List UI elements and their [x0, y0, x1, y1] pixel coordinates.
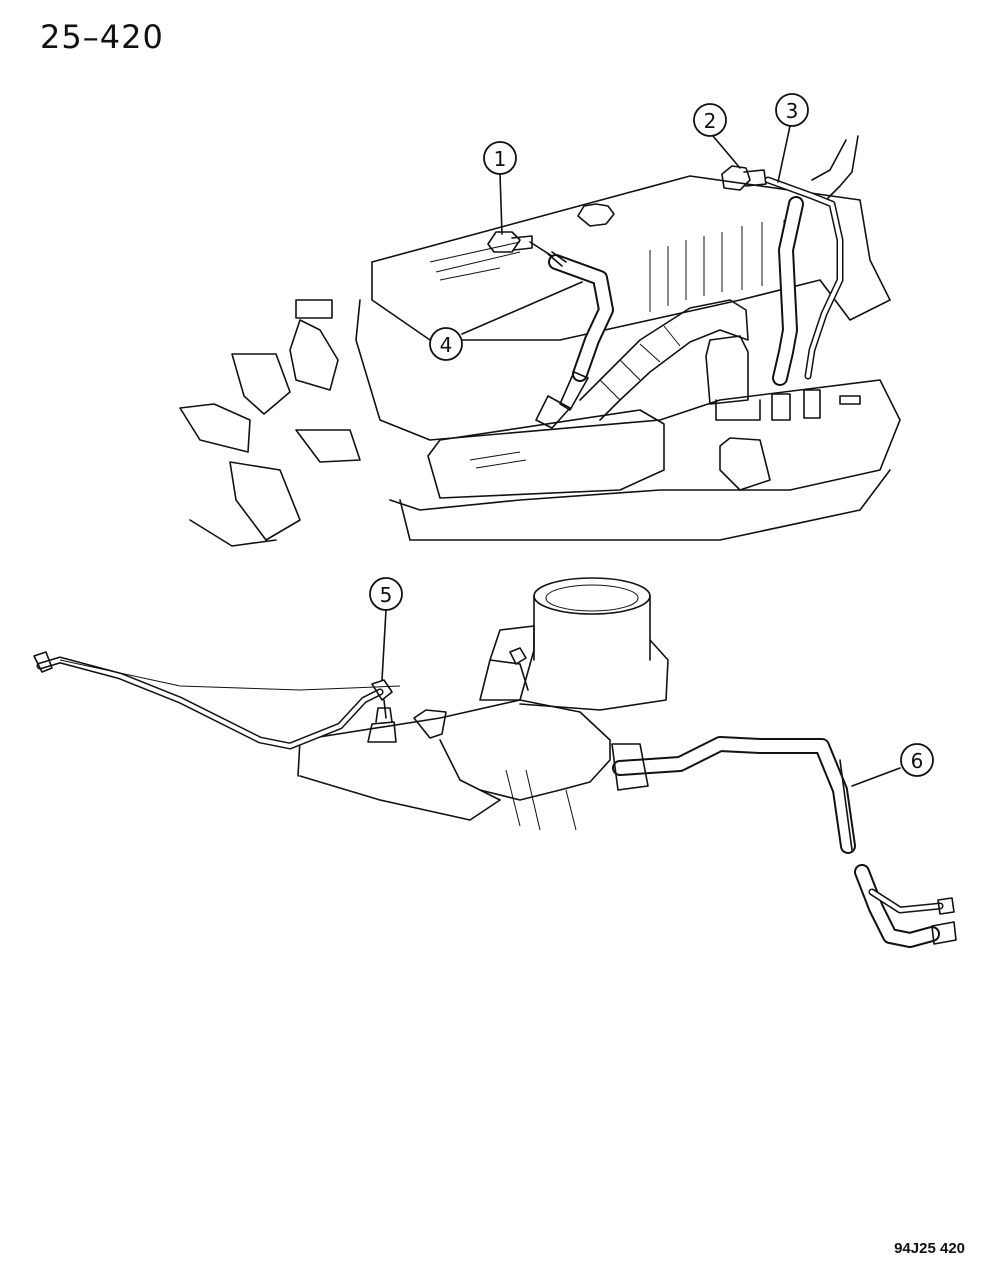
callout-6: 6 [900, 743, 934, 777]
valve-cover [371, 175, 891, 341]
hose-3 [764, 135, 859, 386]
figure-code: 94J25 420 [894, 1240, 965, 1257]
air-cleaner-housing [427, 409, 665, 499]
engine-upper-illustration [179, 175, 901, 547]
callout-label-3: 3 [786, 99, 799, 123]
callout-4: 4 [429, 327, 463, 361]
callout-label-1: 1 [494, 147, 507, 171]
callout-label-2: 2 [704, 109, 717, 133]
pcv-valve-body [705, 335, 749, 405]
cover-ribs [649, 220, 785, 312]
page-title: 25–420 [40, 18, 164, 56]
callout-3: 3 [775, 93, 809, 127]
throttle-body-illustration [297, 577, 669, 831]
callout-2: 2 [693, 103, 727, 137]
intake-hose [579, 299, 749, 421]
throttle-bore [533, 577, 651, 615]
hose-4 [529, 241, 614, 429]
intake-plenum [297, 699, 611, 801]
callout-label-4: 4 [440, 333, 453, 357]
cylinder-head [355, 299, 901, 511]
callout-label-6: 6 [911, 749, 924, 773]
hose-6 [611, 736, 957, 948]
oil-filler-cap [577, 203, 615, 227]
callout-label-5: 5 [380, 583, 393, 607]
breather-fitting-2 [721, 165, 767, 191]
callout-1: 1 [483, 141, 517, 175]
leader-lines [381, 125, 901, 787]
hose-5 [33, 651, 401, 750]
callout-5: 5 [369, 577, 403, 611]
breather-fitting-1 [487, 231, 533, 253]
fan-blade-left [289, 319, 339, 391]
